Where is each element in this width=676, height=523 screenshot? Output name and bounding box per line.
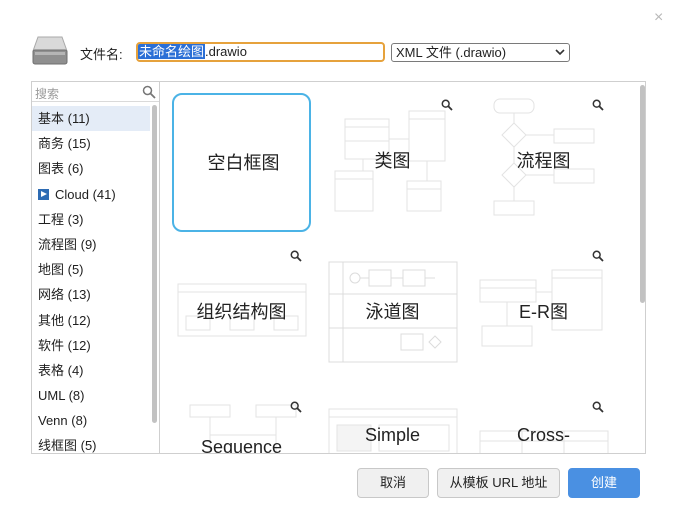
- category-item[interactable]: 其他 (12): [32, 308, 150, 333]
- category-item[interactable]: 图表 (6): [32, 156, 150, 181]
- category-label: 软件 (12): [38, 337, 91, 353]
- category-item[interactable]: 商务 (15): [32, 131, 150, 156]
- category-item[interactable]: 网络 (13): [32, 282, 150, 307]
- template-label: 空白框图: [207, 153, 280, 173]
- category-label: Venn (8): [38, 413, 88, 429]
- filename-extension: .drawio: [205, 44, 247, 59]
- zoom-icon[interactable]: [592, 250, 604, 262]
- zoom-icon[interactable]: [290, 250, 302, 262]
- template-tile-class-diagram[interactable]: 类图: [323, 93, 462, 232]
- template-tile-er-diagram[interactable]: E-R图: [474, 244, 613, 383]
- category-item[interactable]: 工程 (3): [32, 207, 150, 232]
- zoom-icon[interactable]: [592, 99, 604, 111]
- template-tile-flowchart[interactable]: 流程图: [474, 93, 613, 232]
- search-placeholder: 搜索: [35, 87, 60, 101]
- category-label: 商务 (15): [38, 136, 91, 152]
- sidebar-scrollbar[interactable]: [152, 105, 157, 423]
- template-thumbnail: [493, 98, 595, 216]
- template-label: Sequence: [200, 437, 283, 453]
- category-list: 基本 (11) 商务 (15) 图表 (6) Cloud (41) 工程 (3)…: [32, 106, 150, 453]
- cloud-icon: [38, 188, 49, 200]
- template-label: 类图: [374, 151, 411, 171]
- template-label: 流程图: [516, 151, 571, 171]
- cancel-button[interactable]: 取消: [357, 468, 429, 498]
- category-item[interactable]: UML (8): [32, 383, 150, 408]
- category-label: Cloud (41): [55, 186, 116, 202]
- template-label: 组织结构图: [196, 302, 287, 322]
- format-select-value: XML 文件 (.drawio): [396, 45, 507, 60]
- template-thumbnail: [177, 283, 307, 337]
- category-item[interactable]: 地图 (5): [32, 257, 150, 282]
- zoom-icon[interactable]: [290, 401, 302, 413]
- template-thumbnail: [334, 110, 446, 212]
- from-template-url-button[interactable]: 从模板 URL 地址: [437, 468, 560, 498]
- category-label: 线框图 (5): [38, 438, 97, 453]
- template-label: 泳道图: [365, 302, 420, 322]
- category-label: 基本 (11): [38, 111, 90, 126]
- search-input[interactable]: 搜索: [32, 82, 159, 102]
- category-item[interactable]: Cloud (41): [32, 182, 150, 207]
- search-icon[interactable]: [142, 85, 156, 99]
- category-sidebar: 搜索 基本 (11) 商务 (15) 图表 (6) Cloud (41) 工程 …: [32, 82, 160, 453]
- category-label: 图表 (6): [38, 161, 84, 177]
- template-thumbnail: [479, 430, 609, 453]
- category-label: 流程图 (9): [38, 236, 97, 252]
- filename-selected-text: 未命名绘图: [138, 44, 206, 59]
- template-thumbnail: [479, 269, 603, 347]
- category-label: 工程 (3): [38, 211, 84, 227]
- close-icon[interactable]: ×: [654, 9, 664, 26]
- disk-icon: [32, 36, 68, 65]
- format-select[interactable]: XML 文件 (.drawio): [391, 43, 570, 62]
- filename-label: 文件名:: [80, 47, 123, 62]
- template-label: Simple: [364, 425, 421, 445]
- create-button[interactable]: 创建: [568, 468, 640, 498]
- template-thumbnail: [328, 408, 458, 453]
- category-label: 其他 (12): [38, 312, 91, 328]
- template-tile-swimlane[interactable]: 泳道图: [323, 244, 462, 383]
- category-label: 网络 (13): [38, 287, 91, 303]
- category-item[interactable]: 线框图 (5): [32, 433, 150, 453]
- category-label: 地图 (5): [38, 262, 84, 278]
- filename-input[interactable]: 未命名绘图.drawio: [136, 42, 385, 62]
- template-tile-simple[interactable]: Simple: [323, 395, 462, 453]
- template-tile-cross-functional[interactable]: Cross-: [474, 395, 613, 453]
- category-label: UML (8): [38, 388, 85, 404]
- template-tile-sequence[interactable]: Sequence: [172, 395, 311, 453]
- template-tile-org-chart[interactable]: 组织结构图: [172, 244, 311, 383]
- category-item[interactable]: 表格 (4): [32, 358, 150, 383]
- grid-scrollbar[interactable]: [640, 85, 645, 303]
- category-item[interactable]: Venn (8): [32, 408, 150, 433]
- zoom-icon[interactable]: [592, 401, 604, 413]
- template-label: Cross-: [517, 425, 570, 445]
- template-tile-blank[interactable]: 空白框图: [172, 93, 311, 232]
- category-item[interactable]: 流程图 (9): [32, 232, 150, 257]
- template-grid: 空白框图 类图: [161, 82, 645, 453]
- template-label: E-R图: [519, 302, 568, 322]
- template-thumbnail: [328, 261, 458, 363]
- zoom-icon[interactable]: [441, 99, 453, 111]
- category-label: 表格 (4): [38, 362, 84, 378]
- template-panel: 搜索 基本 (11) 商务 (15) 图表 (6) Cloud (41) 工程 …: [31, 81, 646, 454]
- category-item[interactable]: 软件 (12): [32, 333, 150, 358]
- chevron-down-icon: [555, 49, 565, 56]
- category-item[interactable]: 基本 (11): [32, 106, 150, 132]
- template-thumbnail: [189, 404, 297, 453]
